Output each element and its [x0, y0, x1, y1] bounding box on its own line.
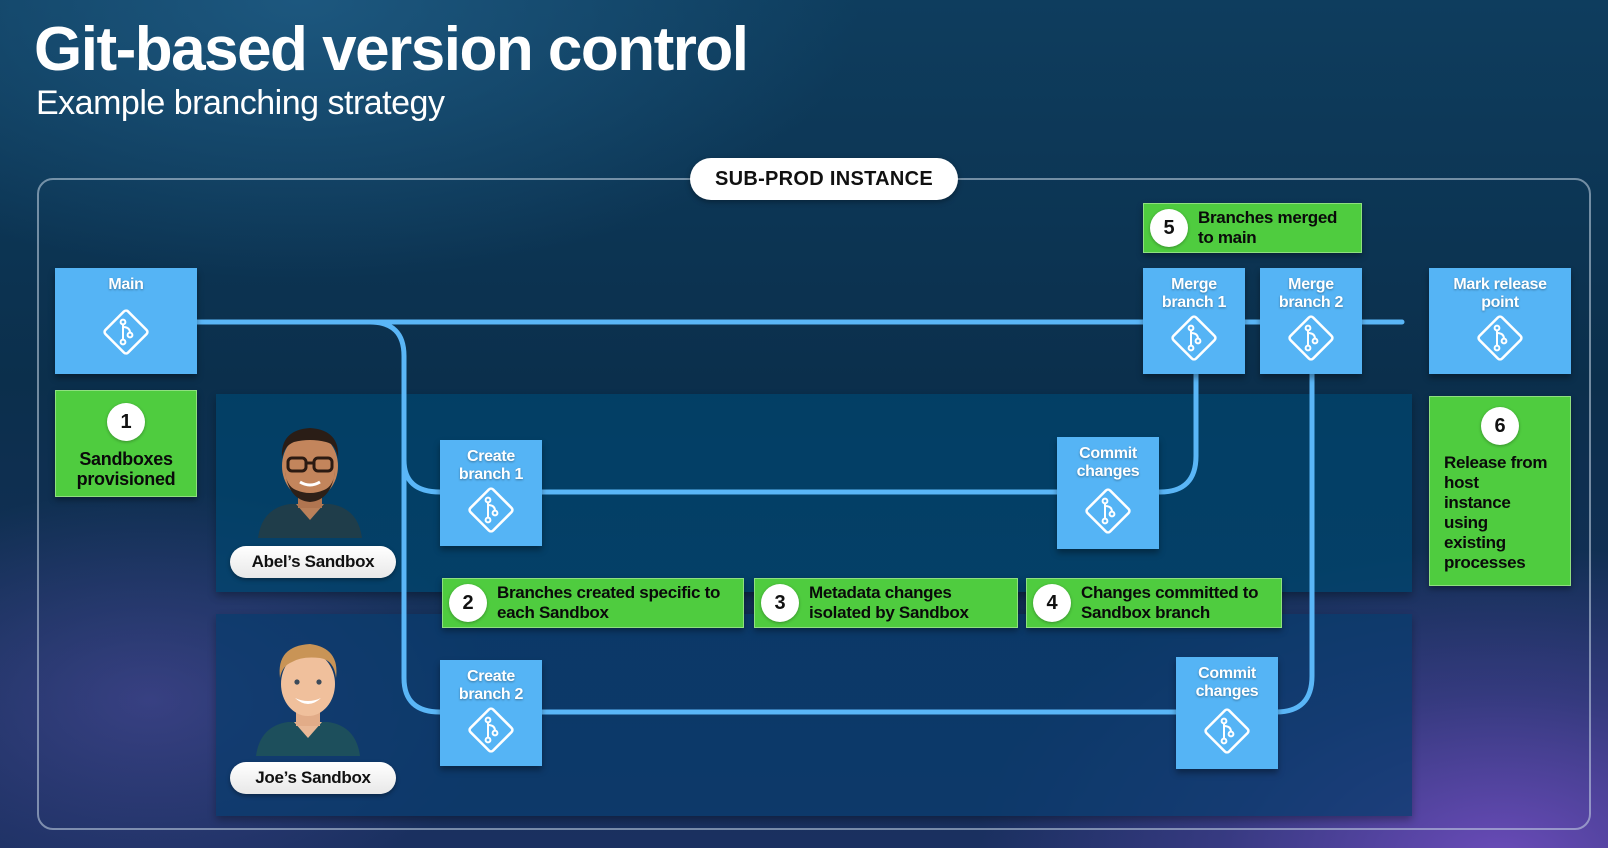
- create-branch-1-node[interactable]: Create branch 1: [440, 440, 542, 546]
- merge-branch-1-label: Merge branch 1: [1161, 276, 1227, 311]
- mark-release-point-node[interactable]: Mark release point: [1429, 268, 1571, 374]
- callout-step-3: 3 Metadata changes isolated by Sandbox: [754, 578, 1018, 628]
- callout-step-4: 4 Changes committed to Sandbox branch: [1026, 578, 1282, 628]
- callout-step-2-text: Branches created specific to each Sandbo…: [497, 583, 721, 622]
- git-branch-icon: [103, 309, 149, 355]
- git-branch-icon: [468, 707, 514, 753]
- step-badge-6: 6: [1481, 407, 1519, 445]
- joe-sandbox-label: Joe’s Sandbox: [230, 762, 396, 794]
- step-badge-3: 3: [761, 584, 799, 622]
- main-node[interactable]: Main: [55, 268, 197, 374]
- mark-release-point-label: Mark release point: [1453, 276, 1547, 311]
- callout-step-1: 1 Sandboxes provisioned: [55, 390, 197, 497]
- commit-changes-1-label: Commit changes: [1076, 445, 1140, 480]
- callout-step-6-text: Release from host instance using existin…: [1444, 453, 1548, 572]
- page-title: Git-based version control: [34, 15, 749, 84]
- joe-avatar: [256, 644, 360, 756]
- step-badge-5: 5: [1150, 209, 1188, 247]
- commit-changes-2-label: Commit changes: [1195, 665, 1259, 700]
- branch-1-line: [367, 319, 1199, 495]
- git-branch-icon: [468, 487, 514, 533]
- create-branch-1-label: Create branch 1: [458, 448, 524, 483]
- git-branch-icon: [1171, 315, 1217, 361]
- sub-prod-instance-label: SUB-PROD INSTANCE: [690, 158, 958, 200]
- commit-changes-1-node[interactable]: Commit changes: [1057, 437, 1159, 549]
- callout-step-2: 2 Branches created specific to each Sand…: [442, 578, 744, 628]
- create-branch-2-label: Create branch 2: [458, 668, 524, 703]
- callout-step-3-text: Metadata changes isolated by Sandbox: [809, 583, 969, 622]
- step-badge-4: 4: [1033, 584, 1071, 622]
- abel-sandbox-label: Abel’s Sandbox: [230, 546, 396, 578]
- commit-changes-2-node[interactable]: Commit changes: [1176, 657, 1278, 769]
- callout-step-1-text: Sandboxes provisioned: [76, 449, 176, 489]
- abel-avatar: [258, 428, 362, 538]
- step-badge-2: 2: [449, 584, 487, 622]
- merge-branch-1-node[interactable]: Merge branch 1: [1143, 268, 1245, 374]
- merge-branch-2-node[interactable]: Merge branch 2: [1260, 268, 1362, 374]
- main-node-label: Main: [108, 276, 144, 293]
- callout-step-4-text: Changes committed to Sandbox branch: [1081, 583, 1259, 622]
- create-branch-2-node[interactable]: Create branch 2: [440, 660, 542, 766]
- callout-step-5: 5 Branches merged to main: [1143, 203, 1362, 253]
- step-badge-1: 1: [107, 403, 145, 441]
- git-branch-icon: [1288, 315, 1334, 361]
- merge-branch-2-label: Merge branch 2: [1278, 276, 1344, 311]
- callout-step-5-text: Branches merged to main: [1198, 208, 1338, 247]
- git-branch-icon: [1204, 708, 1250, 754]
- git-branch-icon: [1477, 315, 1523, 361]
- page-subtitle: Example branching strategy: [36, 84, 445, 122]
- callout-step-6: 6 Release from host instance using exist…: [1429, 396, 1571, 586]
- git-branch-icon: [1085, 488, 1131, 534]
